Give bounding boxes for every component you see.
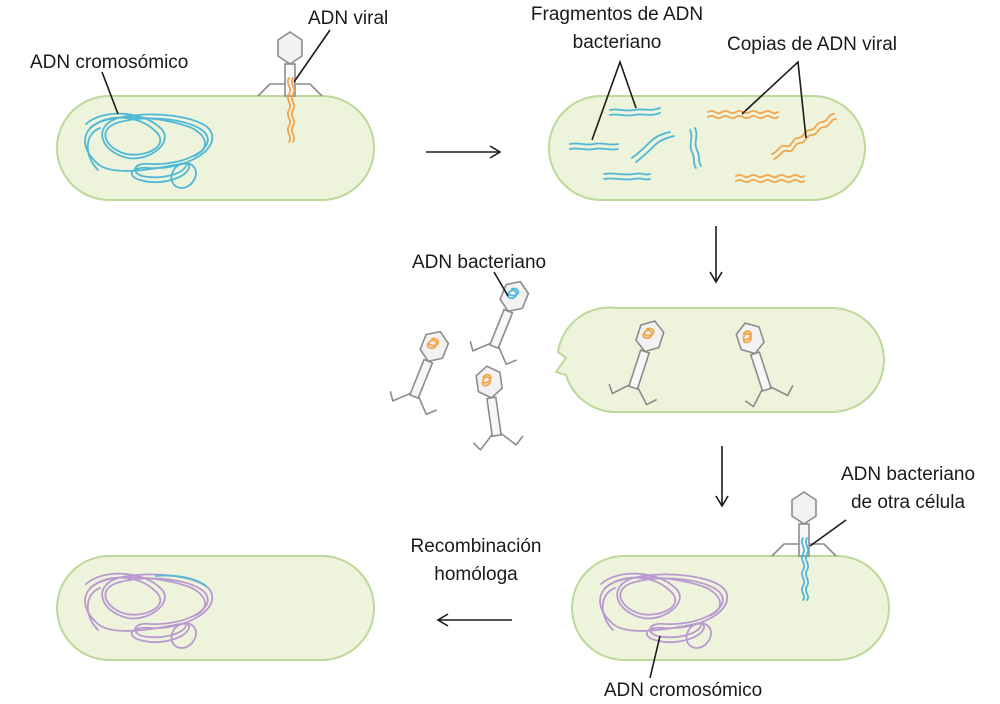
leader-chromosomal-dna-bottom — [649, 635, 661, 679]
label-recombination-line1: Recombinación — [411, 536, 542, 557]
leader-viral-dna — [293, 29, 331, 83]
bacterium-recombinant — [56, 555, 375, 661]
phage-infecting — [257, 31, 323, 143]
label-bacterial-dna-phage: ADN bacteriano — [412, 252, 546, 273]
phage-released-1 — [386, 321, 466, 419]
label-chromosomal-dna-top: ADN cromosómico — [30, 52, 188, 73]
leader-bacterial-dna-phage — [493, 271, 509, 297]
arrow-right — [426, 145, 502, 159]
phage-inside-2 — [721, 314, 797, 410]
label-viral-copies: Copias de ADN viral — [727, 34, 897, 55]
label-chromosomal-dna-bottom: ADN cromosómico — [604, 680, 762, 701]
phage-released-bacterial-dna — [466, 271, 546, 369]
recombinant-chromosome — [84, 572, 213, 649]
label-fragments-line2: bacteriano — [573, 32, 662, 53]
leader-fragments — [591, 59, 637, 141]
recipient-chromosome — [599, 572, 728, 649]
label-fragments-line1: Fragmentos de ADN — [531, 4, 703, 25]
label-other-cell-line2: de otra célula — [851, 492, 966, 513]
chromosomal-dna-loops — [84, 112, 213, 189]
leader-viral-copies — [741, 60, 807, 139]
leader-chromosomal-dna-top — [101, 71, 119, 115]
bacterial-dna-fragments — [569, 107, 702, 181]
bacterium-infected — [56, 95, 375, 201]
arrow-left — [436, 613, 512, 627]
arrow-down-1 — [709, 226, 723, 284]
label-viral-dna: ADN viral — [308, 8, 388, 29]
phage-released-2 — [462, 361, 525, 452]
bacterium-recipient — [571, 555, 890, 661]
phage-inside-1 — [605, 312, 681, 408]
label-other-cell-line1: ADN bacteriano — [841, 464, 975, 485]
arrow-down-2 — [715, 446, 729, 508]
bacterium-lysing — [554, 306, 885, 414]
leader-other-cell — [809, 519, 847, 547]
label-recombination-line2: homóloga — [434, 564, 518, 585]
